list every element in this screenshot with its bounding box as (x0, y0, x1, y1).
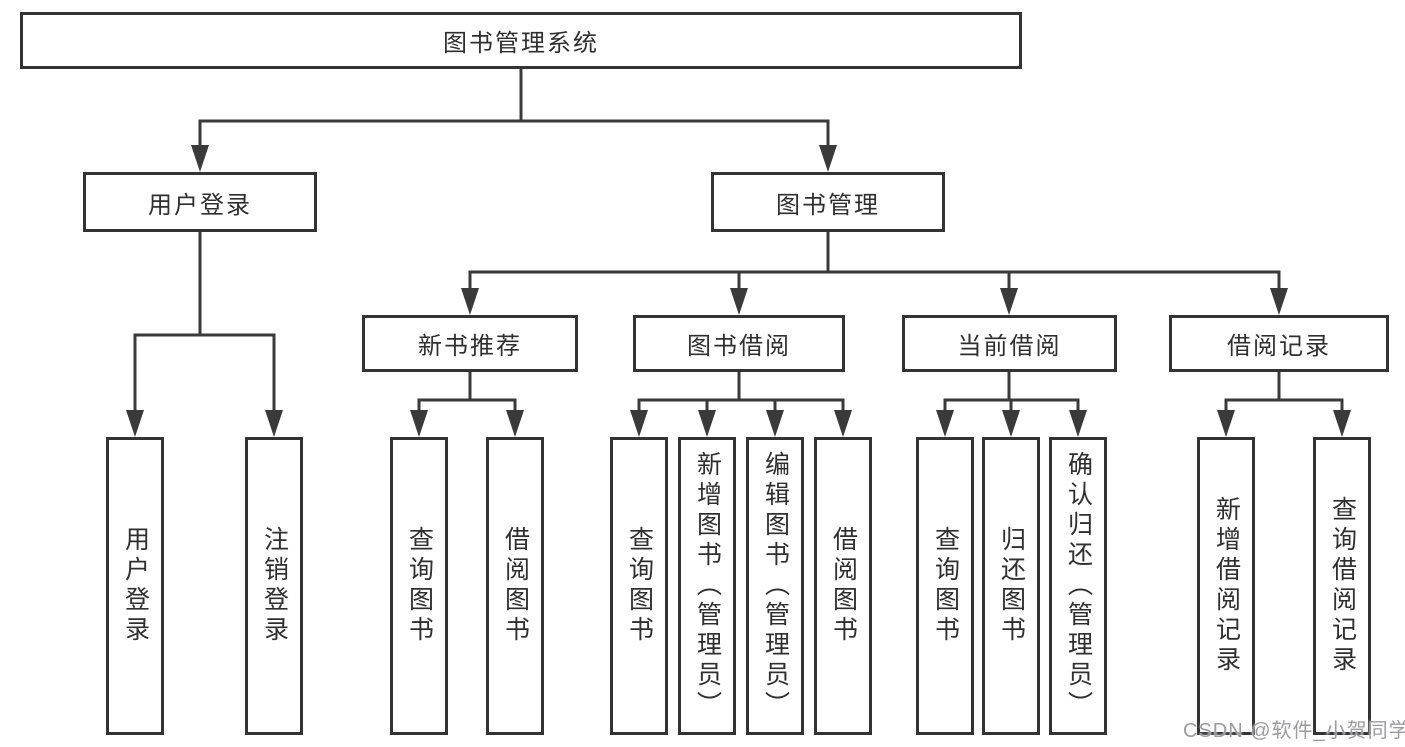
node-add-books: 新增图书（管理员） (678, 437, 736, 735)
node-query-books-3-label: 查询图书 (931, 526, 960, 646)
node-return-books-label: 归还图书 (997, 526, 1026, 646)
watermark: CSDN @软件_小贺同学 (1183, 720, 1405, 742)
node-book-borrow: 图书借阅 (633, 315, 845, 372)
node-book-management: 图书管理 (711, 172, 945, 232)
node-return-books: 归还图书 (982, 437, 1040, 735)
node-borrow-books-2-label: 借阅图书 (829, 526, 858, 646)
node-add-borrow-record-label: 新增借阅记录 (1212, 496, 1241, 676)
node-current-borrow-label: 当前借阅 (957, 333, 1062, 360)
node-confirm-return: 确认归还（管理员） (1049, 437, 1107, 735)
node-user-login-label: 用户登录 (121, 526, 150, 646)
node-confirm-return-label: 确认归还（管理员） (1064, 451, 1093, 721)
node-borrow-books-2: 借阅图书 (814, 437, 872, 735)
node-query-books-3: 查询图书 (916, 437, 974, 735)
node-user-login: 用户登录 (106, 437, 164, 735)
node-add-books-label: 新增图书（管理员） (693, 451, 722, 721)
node-borrow-books-1-label: 借阅图书 (501, 526, 530, 646)
node-edit-books: 编辑图书（管理员） (746, 437, 804, 735)
node-user-login-group-label: 用户登录 (148, 191, 252, 219)
node-logout: 注销登录 (245, 437, 303, 735)
node-user-login-group: 用户登录 (83, 172, 317, 232)
node-system: 图书管理系统 (20, 12, 1022, 69)
node-current-borrow: 当前借阅 (902, 315, 1117, 372)
node-query-books-2-label: 查询图书 (625, 526, 654, 646)
node-query-books-2: 查询图书 (610, 437, 668, 735)
node-add-borrow-record: 新增借阅记录 (1197, 437, 1255, 735)
node-book-management-label: 图书管理 (776, 191, 880, 219)
node-query-books-1: 查询图书 (390, 437, 448, 735)
node-logout-label: 注销登录 (260, 526, 289, 646)
node-borrow-books-1: 借阅图书 (486, 437, 544, 735)
node-edit-books-label: 编辑图书（管理员） (761, 451, 790, 721)
node-book-borrow-label: 图书借阅 (687, 333, 791, 360)
node-query-books-1-label: 查询图书 (405, 526, 434, 646)
node-borrow-records-label: 借阅记录 (1227, 333, 1331, 360)
node-new-book-recommend: 新书推荐 (362, 315, 578, 372)
node-new-book-recommend-label: 新书推荐 (418, 333, 522, 360)
node-system-label: 图书管理系统 (443, 30, 599, 57)
node-query-borrow-record: 查询借阅记录 (1313, 437, 1371, 735)
node-borrow-records: 借阅记录 (1169, 315, 1389, 372)
node-query-borrow-record-label: 查询借阅记录 (1328, 496, 1357, 676)
